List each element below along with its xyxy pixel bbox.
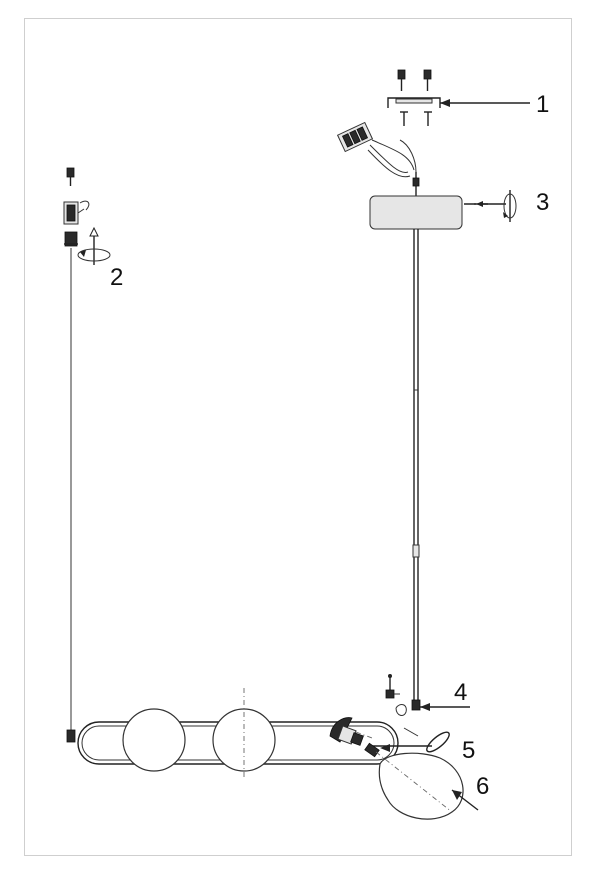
callout-3: 3 (536, 189, 549, 216)
screw-icon (424, 111, 432, 126)
lamp-socket-assembly (329, 717, 450, 758)
callout-4: 4 (454, 679, 467, 706)
canopy-assembly (369, 190, 517, 230)
glass-shade (375, 751, 479, 820)
rotate-icon (77, 226, 111, 265)
callout-5: 5 (462, 737, 475, 764)
screw-icon (423, 69, 432, 91)
diagram-sheet (24, 18, 572, 856)
callout-2: 2 (110, 264, 123, 291)
screw-icon (388, 674, 392, 690)
terminal-block-assembly (336, 121, 420, 196)
terminal-block (336, 121, 374, 153)
rod-junction-assembly (385, 674, 470, 716)
screw-icon (66, 167, 75, 186)
glass-globe (212, 688, 276, 778)
rotate-icon (503, 190, 517, 222)
glass-globe (122, 708, 186, 772)
ceiling-bracket-assembly (387, 69, 530, 126)
mounting-bracket (387, 97, 441, 108)
screw-icon (397, 69, 406, 91)
callout-1: 1 (536, 91, 549, 118)
arrow-icon (440, 99, 450, 107)
callout-6: 6 (476, 773, 489, 800)
ceiling-canopy (369, 195, 463, 230)
suspension-rod (412, 229, 420, 700)
screw-icon (400, 111, 408, 126)
cable-gripper-assembly (63, 167, 111, 743)
